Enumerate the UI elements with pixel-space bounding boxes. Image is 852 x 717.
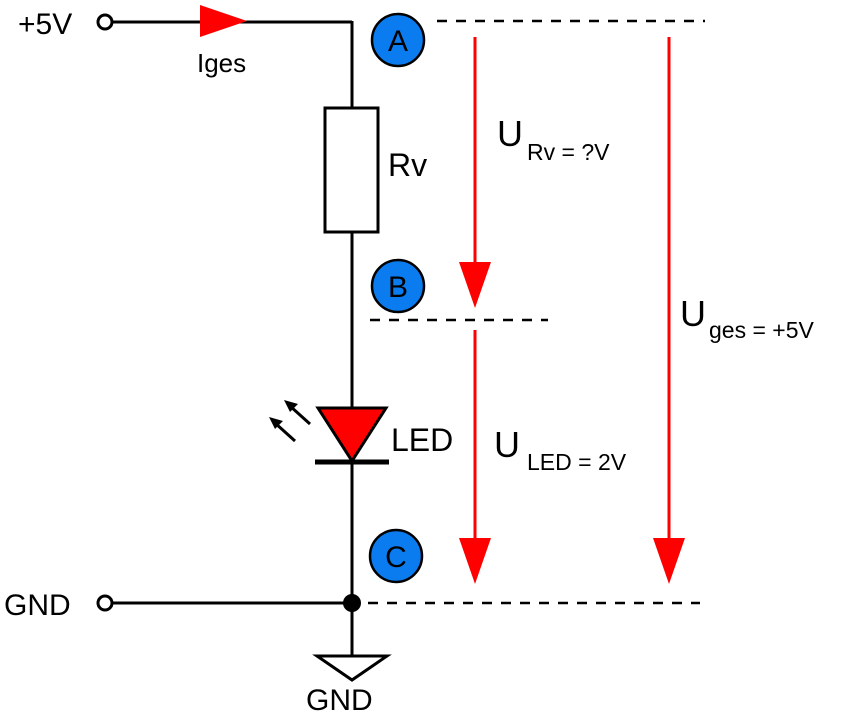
led-label: LED (391, 422, 453, 458)
voltage-label-rv: U Rv = ?V (497, 113, 610, 165)
voltage-label-led: U LED = 2V (494, 424, 627, 475)
light-emission-icon (269, 400, 312, 443)
gnd-left-label: GND (4, 589, 71, 622)
ground-symbol-icon (312, 654, 392, 682)
supply-terminal (96, 13, 114, 31)
voltage-arrow-total-head-icon (653, 538, 685, 584)
voltage-arrow-rv-head-icon (459, 262, 491, 308)
voltage-rv-value: Rv = ?V (527, 139, 610, 165)
node-c-label: C (385, 541, 407, 574)
node-a-label: A (388, 25, 408, 58)
resistor-rv (323, 106, 380, 234)
node-b-label: B (388, 271, 408, 304)
gnd-symbol-label: GND (306, 684, 373, 717)
voltage-rv-symbol: U (497, 113, 523, 154)
voltage-led-symbol: U (494, 424, 520, 465)
resistor-label: Rv (388, 147, 427, 183)
voltage-led-value: LED = 2V (527, 449, 627, 475)
voltage-total-symbol: U (680, 293, 706, 334)
current-arrow-icon (200, 5, 247, 37)
node-a: A (370, 12, 426, 68)
gnd-terminal (96, 594, 114, 612)
voltage-label-total: U ges = +5V (680, 293, 815, 343)
voltage-arrow-led-head-icon (459, 538, 491, 584)
voltage-total-value: ges = +5V (709, 317, 815, 343)
node-c: C (368, 528, 424, 584)
led-diode-icon (315, 406, 389, 464)
supply-label: +5V (18, 8, 72, 41)
current-label: Iges (197, 48, 246, 78)
node-b: B (370, 258, 426, 314)
